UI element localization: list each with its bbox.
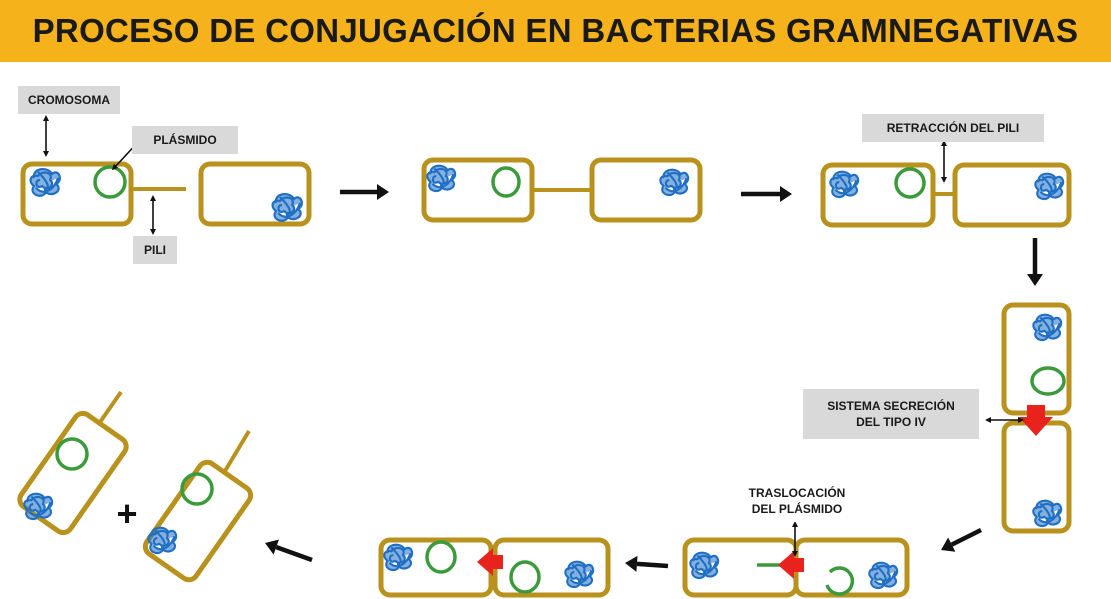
plus-sign: + bbox=[116, 493, 138, 534]
chromosome bbox=[1034, 172, 1065, 201]
chromosome bbox=[271, 193, 303, 222]
chromosome bbox=[659, 168, 690, 197]
label-plasmido: PLÁSMIDO bbox=[132, 126, 238, 154]
plasmid bbox=[93, 165, 127, 199]
translocation-arrow bbox=[778, 551, 804, 579]
plasmid bbox=[509, 560, 541, 594]
new-pilus bbox=[96, 390, 123, 427]
label-sistema-secrecion: SISTEMA SECRECIÓN DEL TIPO IV bbox=[803, 389, 979, 439]
type-iv-secretion-arrow bbox=[1019, 405, 1053, 436]
chromosome bbox=[689, 551, 720, 580]
plasmid bbox=[894, 167, 926, 199]
plasmid-entering bbox=[825, 566, 855, 596]
flow-arrow-2 bbox=[741, 186, 792, 202]
flow-layer bbox=[265, 184, 1043, 572]
chromosome bbox=[383, 543, 414, 572]
chromosome bbox=[829, 170, 860, 199]
label-retraccion-pili: RETRACCIÓN DEL PILI bbox=[862, 114, 1044, 142]
cells-layer bbox=[17, 157, 1072, 598]
plasmid bbox=[491, 166, 521, 198]
flow-arrow-6 bbox=[265, 539, 313, 563]
flow-arrow-1 bbox=[340, 184, 389, 200]
chromosome bbox=[23, 492, 54, 521]
plasmid bbox=[55, 437, 89, 471]
flow-arrow-5 bbox=[625, 555, 669, 572]
chromosome bbox=[147, 526, 178, 555]
new-pilus bbox=[223, 429, 251, 473]
chromosome bbox=[868, 561, 899, 590]
flow-arrow-4 bbox=[941, 527, 983, 552]
label-pili: PILI bbox=[133, 236, 177, 264]
chromosome bbox=[29, 168, 61, 197]
chromosome bbox=[1032, 499, 1063, 528]
flow-arrow-3 bbox=[1027, 238, 1043, 286]
chromosome bbox=[1032, 313, 1063, 342]
plasmid bbox=[1030, 366, 1066, 396]
label-traslocacion-plasmido: TRASLOCACIÓN DEL PLÁSMIDO bbox=[735, 480, 859, 522]
transconjugant-cell bbox=[142, 459, 254, 583]
plasmid bbox=[425, 540, 457, 574]
diagram-title: PROCESO DE CONJUGACIÓN EN BACTERIAS GRAM… bbox=[32, 12, 1079, 49]
chromosome bbox=[426, 164, 457, 193]
plasmid bbox=[180, 472, 214, 506]
secretion-arrow-stage6 bbox=[477, 548, 503, 576]
title-bar bbox=[0, 0, 1111, 62]
chromosome bbox=[564, 560, 595, 589]
label-cromosoma: CROMOSOMA bbox=[18, 86, 120, 114]
